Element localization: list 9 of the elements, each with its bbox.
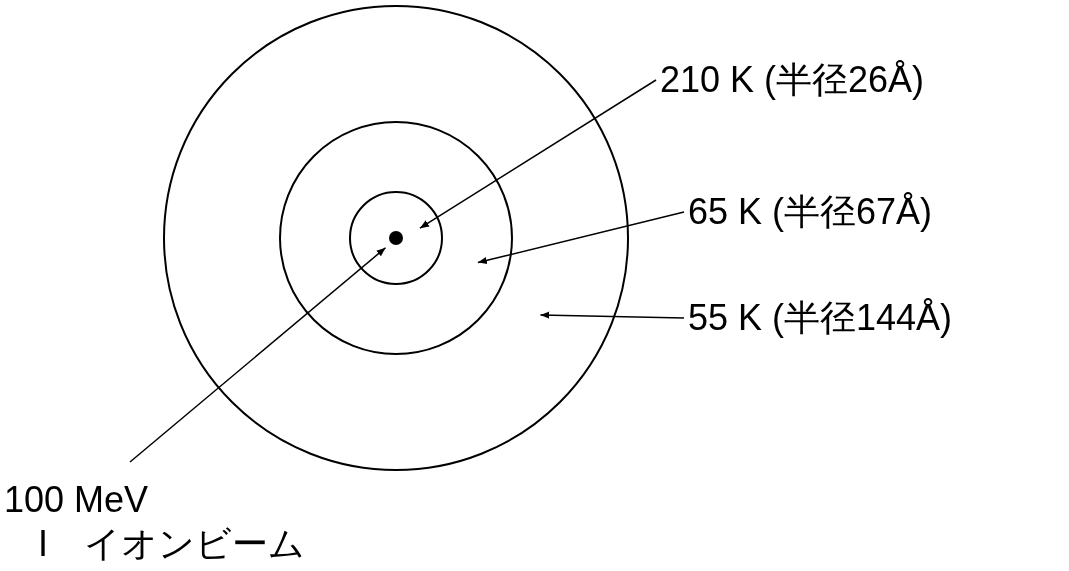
region-label: 55 K (半径144Å): [688, 296, 953, 340]
region-label: I イオンビーム: [37, 522, 305, 566]
leader-line: [419, 79, 657, 229]
region-label: 100 MeV: [4, 478, 149, 522]
leader-line: [477, 211, 685, 264]
region-label: 65 K (半径67Å): [688, 190, 933, 234]
region-label: 210 K (半径26Å): [660, 58, 925, 102]
leader-line: [129, 247, 387, 463]
leader-line: [539, 311, 685, 319]
